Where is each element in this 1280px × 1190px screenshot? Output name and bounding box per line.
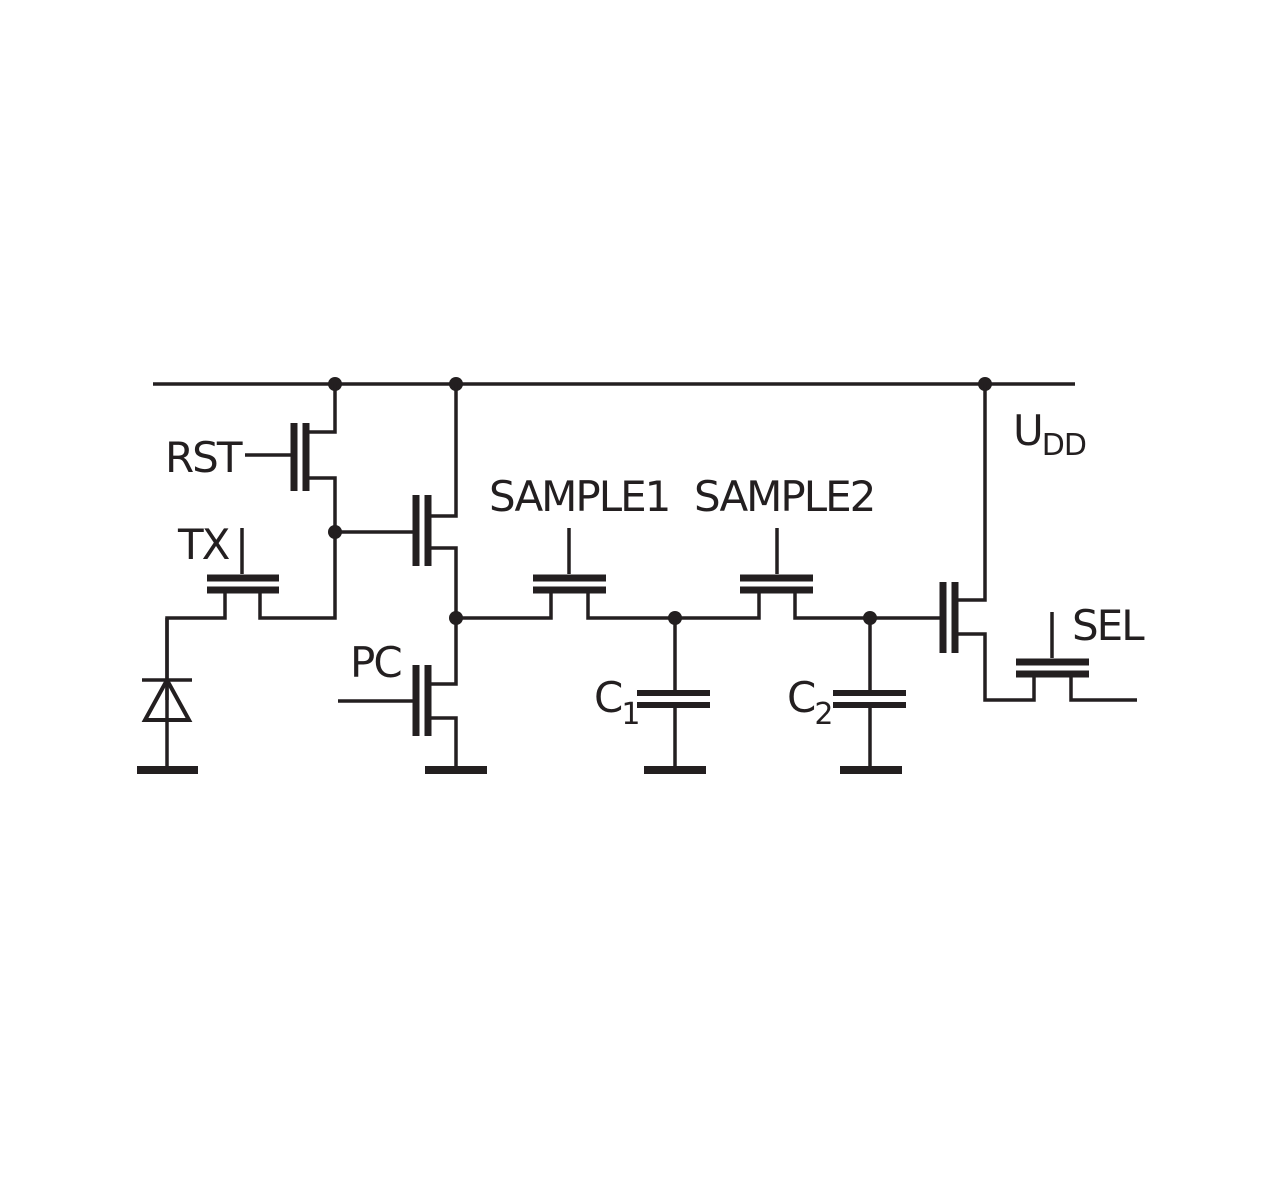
c2-label: C2 <box>787 673 832 732</box>
sample1-label: SAMPLE1 <box>489 472 669 521</box>
tx-label: TX <box>177 520 230 569</box>
rst-label: RST <box>165 433 243 482</box>
sel-transistor <box>1016 612 1137 702</box>
c1-capacitor <box>637 618 710 774</box>
c1-label-main: C <box>594 673 622 722</box>
supply-rail <box>153 377 1075 391</box>
source-follower-transistor <box>335 384 463 625</box>
sample2-label: SAMPLE2 <box>694 472 874 521</box>
sel-label: SEL <box>1072 601 1145 650</box>
udd-label-sub: DD <box>1042 428 1086 463</box>
pc-transistor <box>338 618 487 774</box>
c2-label-main: C <box>787 673 815 722</box>
photodiode <box>137 618 198 774</box>
pc-label: PC <box>350 638 401 687</box>
sample1-transistor <box>456 528 682 625</box>
rst-transistor <box>245 384 342 539</box>
udd-label: UDD <box>1013 406 1086 463</box>
c2-label-sub: 2 <box>814 697 832 732</box>
output-source-follower-transistor <box>870 384 1036 702</box>
c1-label-sub: 1 <box>621 697 639 732</box>
c2-capacitor <box>833 618 906 774</box>
sample2-transistor <box>675 528 877 625</box>
udd-label-main: U <box>1013 406 1042 455</box>
c1-label: C1 <box>594 673 639 732</box>
tx-transistor <box>165 528 337 700</box>
